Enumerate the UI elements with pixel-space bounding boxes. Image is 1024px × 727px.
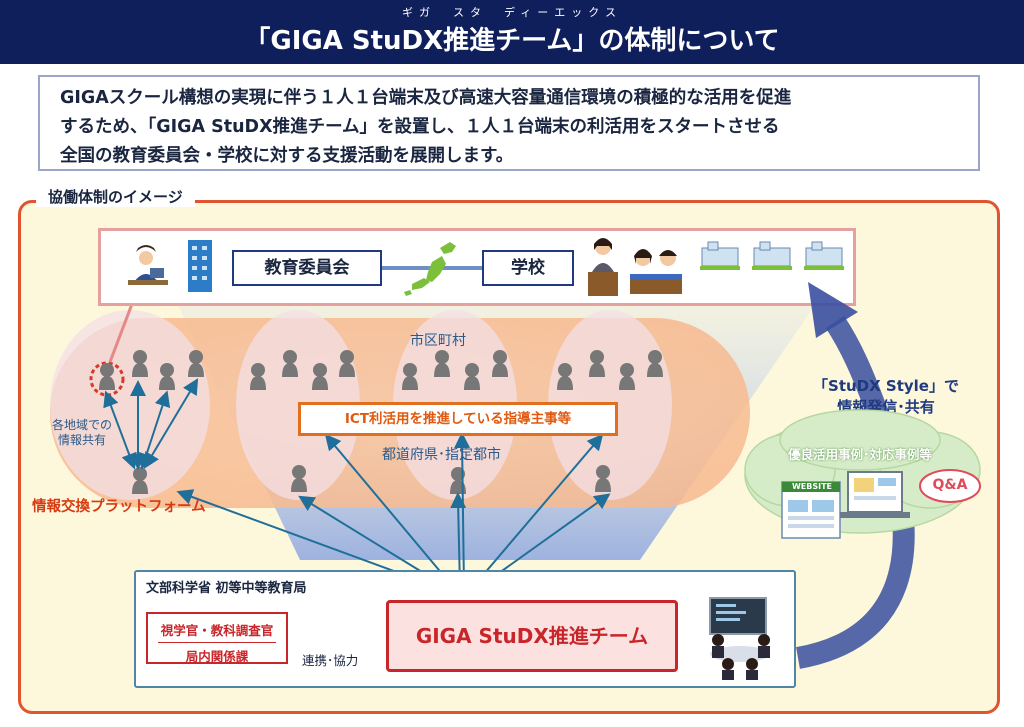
- cooperation-label: 連携･協力: [302, 653, 359, 668]
- title-ruby: ギガ スタ ディーエックス: [402, 6, 622, 19]
- prefecture-label: 都道府県･指定都市: [382, 447, 501, 463]
- website-icon: [781, 481, 841, 539]
- teacher-icon: [588, 238, 618, 296]
- page-title: 「GIGA StuDX推進チーム」の体制について: [244, 26, 780, 56]
- inspector-line-2: 局内関係課: [158, 642, 276, 665]
- studx-style-arrowhead: [808, 282, 858, 338]
- official-at-desk-icon: [128, 245, 168, 285]
- intro-line-1: GIGAスクール構想の実現に伴う１人１台端末及び高速大容量通信環境の積極的な活用…: [60, 88, 792, 108]
- intro-box: [38, 75, 980, 171]
- intro-line-3: 全国の教育委員会・学校に対する支援活動を展開します。: [60, 146, 514, 166]
- school-label: 学校: [482, 250, 574, 286]
- regional-sharing-line-1: 各地域での: [51, 418, 112, 432]
- school-buildings-icon: [701, 241, 843, 267]
- qa-bubble-icon: [919, 469, 981, 503]
- good-practices-label: 優良活用事例･対応事例等: [788, 447, 932, 462]
- studx-style-label: 「StuDX Style」で 情報発信･共有: [800, 376, 972, 418]
- platform-label: 情報交換プラットフォーム: [32, 499, 206, 515]
- japan-map-icon: [404, 242, 456, 296]
- office-building-icon: [188, 240, 212, 292]
- section-label: 協働体制のイメージ: [36, 186, 195, 207]
- ict-leader-box: ICT利活用を推進している指導主事等: [298, 402, 618, 436]
- municipality-label: 市区町村: [410, 333, 466, 349]
- qa-label: Q&A: [932, 477, 968, 493]
- regional-sharing-line-2: 情報共有: [57, 433, 106, 447]
- website-label: WEBSITE: [791, 482, 833, 491]
- studx-style-line-1: 「StuDX Style」で: [813, 377, 959, 395]
- laptop-icon: [840, 471, 910, 518]
- mext-label: 文部科学省 初等中等教育局: [146, 581, 307, 596]
- inspector-box: 視学官・教科調査官 局内関係課: [146, 612, 288, 664]
- regional-arrows: [103, 378, 199, 470]
- studx-team-box: GIGA StuDX推進チーム: [386, 600, 678, 672]
- title-bar: [0, 0, 1024, 64]
- board-of-education-label: 教育委員会: [232, 250, 382, 286]
- intro-line-2: するため、「GIGA StuDX推進チーム」を設置し、１人１台端末の利活用をスタ…: [60, 117, 780, 137]
- students-icon: [630, 249, 682, 294]
- regional-sharing-label: 各地域での 情報共有: [50, 418, 114, 448]
- highlight-connector: [108, 295, 137, 363]
- inspector-line-1: 視学官・教科調査官: [160, 623, 274, 638]
